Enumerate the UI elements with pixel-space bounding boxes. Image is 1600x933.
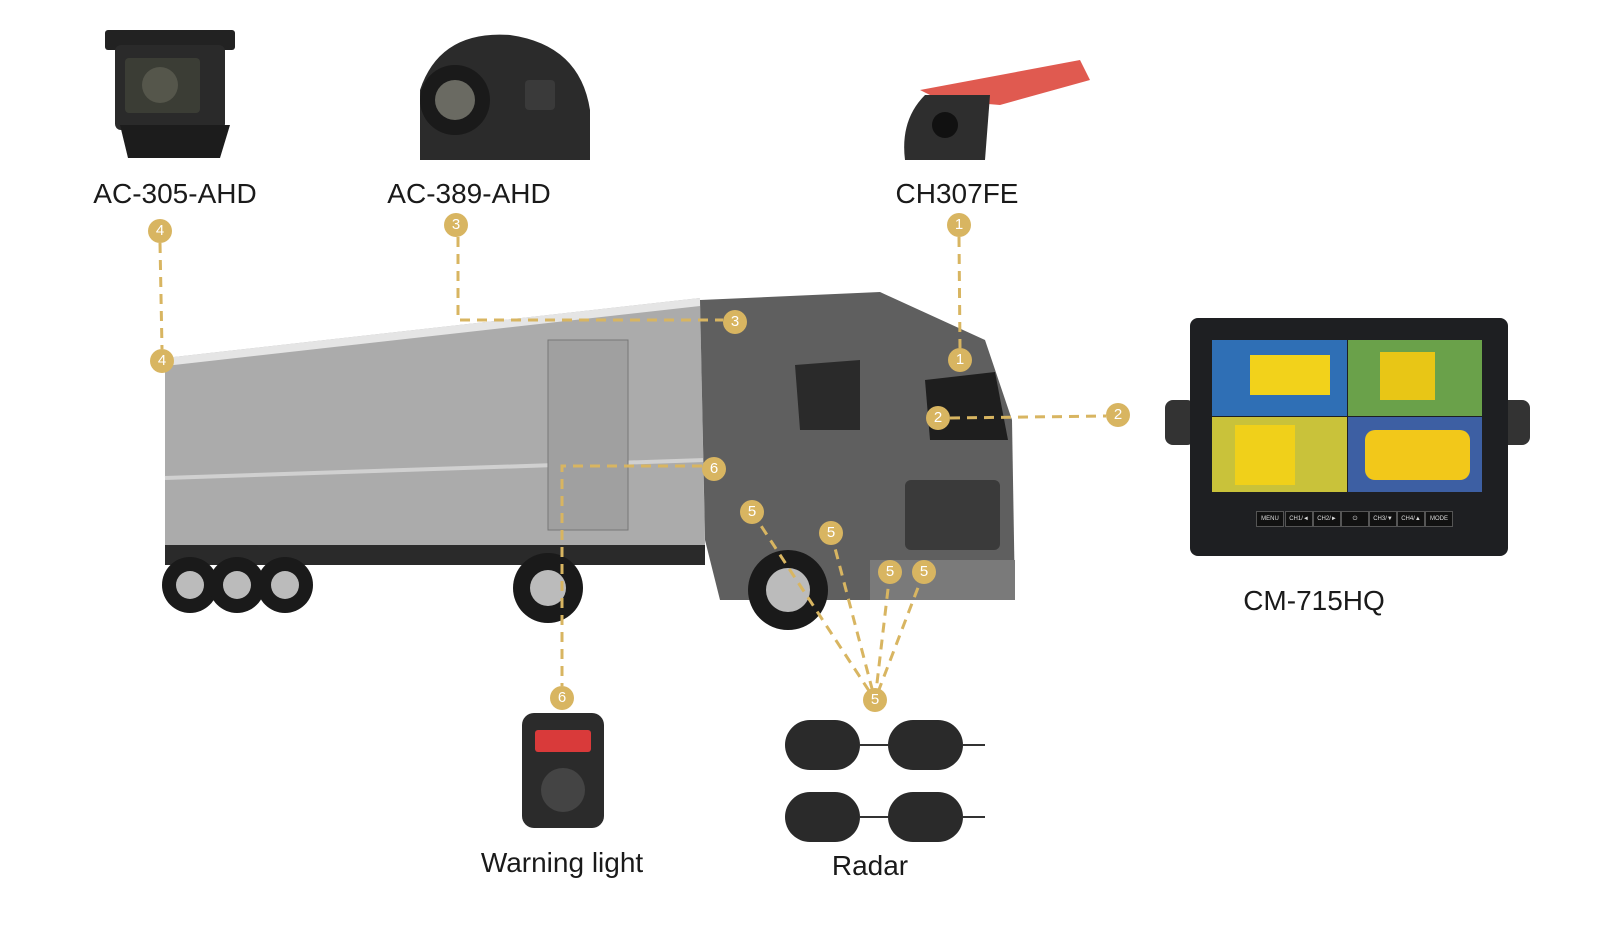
- monitor-button-mode: MODE: [1425, 511, 1453, 527]
- badge-1-top: 1: [947, 213, 971, 237]
- badge-3-truck: 3: [723, 310, 747, 334]
- badge-5-side: 5: [740, 500, 764, 524]
- badge-1-truck: 1: [948, 348, 972, 372]
- monitor-button-menu: MENU: [1256, 511, 1284, 527]
- monitor-button-power: ⏻: [1341, 511, 1369, 527]
- wheels: [162, 550, 828, 630]
- monitor-button-ch1: CH1/◄: [1285, 511, 1313, 527]
- badge-5-bottom: 5: [863, 688, 887, 712]
- monitor-image: [1165, 318, 1530, 556]
- monitor-button-ch3: CH3/▼: [1369, 511, 1397, 527]
- badge-6-bottom: 6: [550, 686, 574, 710]
- camera-ac389-image: [420, 34, 590, 160]
- label-ac305: AC-305-AHD: [93, 178, 257, 209]
- truck-cab-image: [700, 292, 1015, 600]
- badge-4-top: 4: [148, 219, 172, 243]
- badge-6-truck: 6: [702, 457, 726, 481]
- badge-5-front1: 5: [878, 560, 902, 584]
- badge-5-front2: 5: [912, 560, 936, 584]
- monitor-button-ch2: CH2/►: [1313, 511, 1341, 527]
- trailer-image: [164, 298, 706, 565]
- camera-ch307-image: [904, 60, 1090, 160]
- badge-5-side2: 5: [819, 521, 843, 545]
- label-radar: Radar: [831, 850, 909, 881]
- camera-ac305-image: [105, 30, 235, 158]
- badge-2-monitor: 2: [1106, 403, 1130, 427]
- badge-3-top: 3: [444, 213, 468, 237]
- badge-2-truck: 2: [926, 406, 950, 430]
- label-ac389: AC-389-AHD: [387, 178, 551, 209]
- badge-4-truck: 4: [150, 349, 174, 373]
- connector-lines: [158, 236, 1107, 701]
- warning-light-image: [522, 713, 604, 828]
- label-ch307: CH307FE: [895, 178, 1019, 209]
- radar-sensors-image: [785, 720, 985, 842]
- label-monitor: CM-715HQ: [1243, 585, 1385, 616]
- label-warning-light: Warning light: [480, 847, 644, 878]
- monitor-button-ch4: CH4/▲: [1397, 511, 1425, 527]
